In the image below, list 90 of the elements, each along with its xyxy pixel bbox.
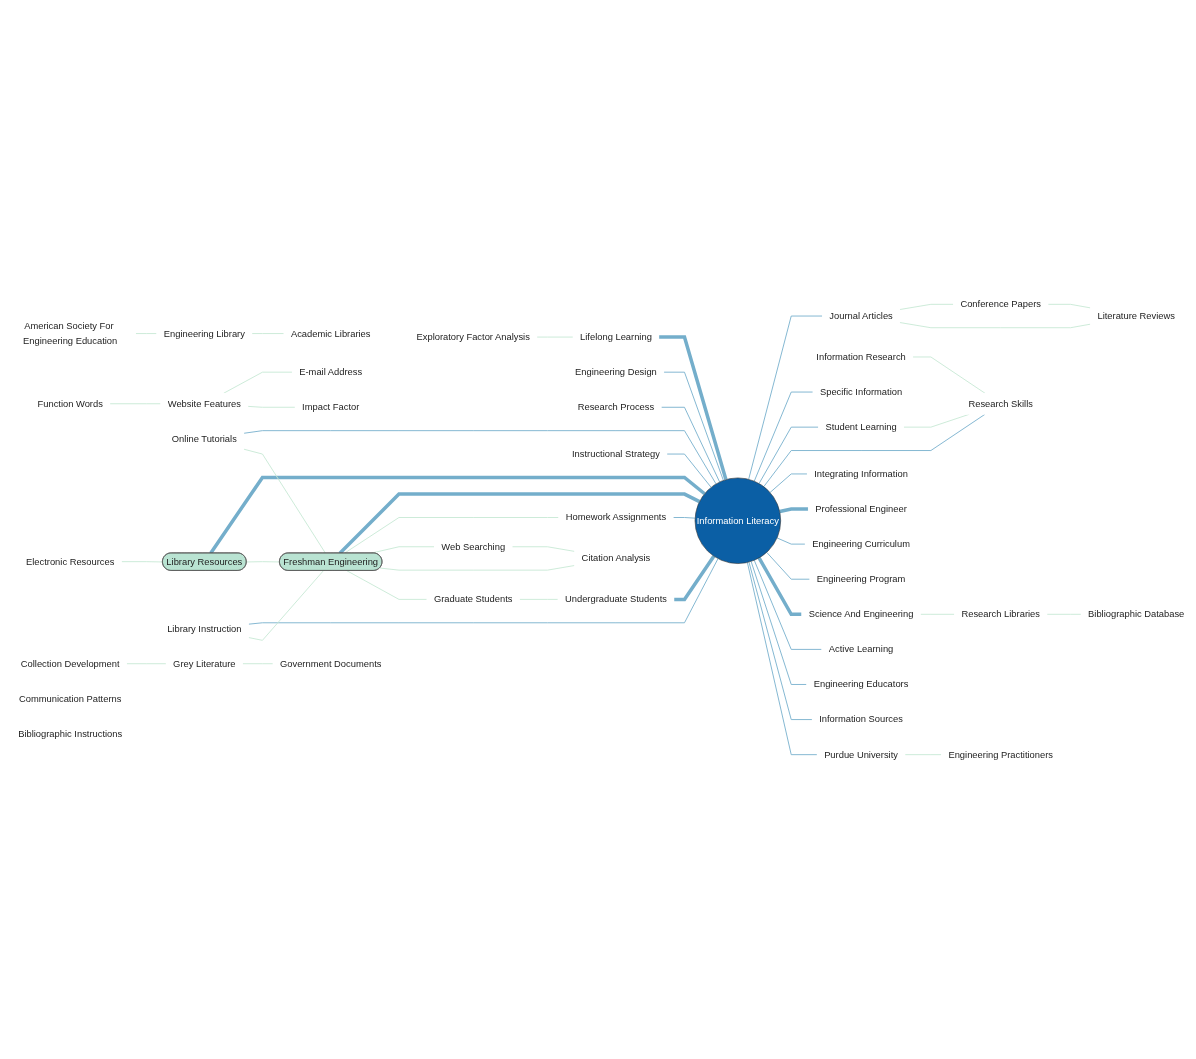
connector — [746, 562, 818, 756]
node-circle: Information Literacy — [694, 477, 781, 564]
connector — [899, 303, 954, 310]
node-text: Professional Engineer — [815, 503, 907, 514]
node-text: Instructional Strategy — [572, 448, 660, 459]
node-text: Citation Analysis — [581, 553, 651, 564]
node-text: Science And Engineering — [808, 609, 914, 619]
connector — [750, 561, 808, 685]
connector — [660, 406, 721, 483]
node-text: Information Research — [816, 351, 906, 362]
connector — [766, 551, 811, 580]
connector — [519, 598, 559, 600]
node-text: Electronic Resources — [25, 556, 115, 567]
connector — [1046, 613, 1082, 615]
connector — [135, 333, 158, 334]
connector — [673, 555, 716, 602]
node-text: Website Features — [167, 398, 241, 409]
node-text: Integrating Information — [814, 468, 908, 479]
connector — [904, 754, 942, 756]
connector — [912, 356, 986, 394]
connector — [779, 507, 809, 514]
connector — [511, 546, 576, 552]
connector — [243, 448, 326, 554]
connector — [658, 335, 728, 481]
connector — [246, 561, 281, 563]
connector — [126, 663, 167, 665]
node-text: Undergraduate Students — [564, 594, 667, 605]
connector — [1047, 303, 1091, 309]
connector — [109, 403, 162, 405]
connector — [338, 492, 701, 555]
node-text: Function Words — [37, 398, 103, 409]
connector — [242, 663, 274, 665]
node-text: Communication Patterns — [18, 693, 122, 704]
node-text: Engineering Educators — [813, 679, 909, 690]
connector — [753, 391, 814, 482]
connector — [223, 371, 293, 394]
connector — [758, 426, 819, 484]
node-text: Grey Literature — [173, 658, 236, 669]
connector — [748, 315, 823, 480]
node-text: Engineering Library — [163, 328, 245, 339]
node-text: Information Sources — [819, 714, 903, 725]
node-text: Lifelong Learning — [580, 331, 652, 342]
connector — [769, 473, 808, 493]
node-text: Conference Papers — [960, 299, 1042, 310]
node-text: Student Learning — [825, 421, 897, 432]
node-text: Online Tutorials — [171, 433, 237, 444]
node-text: Graduate Students — [433, 594, 513, 605]
node-text: Homework Assignments — [565, 512, 667, 523]
connector — [899, 322, 1091, 329]
node-text: Web Searching — [441, 541, 506, 552]
connector — [919, 613, 955, 615]
node-text: Literature Reviews — [1097, 310, 1175, 321]
node-text: Impact Factor — [302, 402, 360, 412]
node-text: E-mail Address — [299, 366, 363, 377]
node-text: Research Process — [577, 402, 655, 412]
connector — [672, 517, 696, 519]
connector — [251, 333, 285, 334]
connector — [346, 570, 428, 600]
connector — [248, 558, 719, 625]
node-text: American Society For Engineering Education — [23, 321, 118, 346]
node-text: Engineering Program — [816, 573, 906, 584]
connector — [666, 453, 712, 488]
node-text: Research Skills — [968, 398, 1033, 409]
connector — [248, 570, 324, 641]
node-text: Purdue University — [824, 749, 898, 760]
node-text: Specific Information — [819, 386, 903, 397]
connector — [776, 537, 806, 545]
node-text: Bibliographic Instructions — [18, 728, 123, 739]
node-text: Library Instruction — [167, 623, 242, 634]
node-text: Engineering Practitioners — [948, 749, 1053, 760]
node-text: Exploratory Factor Analysis — [416, 331, 530, 342]
connector — [247, 405, 296, 408]
connector — [243, 430, 717, 485]
connector — [663, 371, 724, 481]
node-text: Engineering Curriculum — [812, 538, 910, 549]
connector — [379, 565, 576, 571]
connector — [757, 557, 802, 617]
connector — [753, 559, 823, 650]
connector — [748, 561, 813, 720]
connector — [209, 475, 706, 555]
node-text: Bibliographic Database — [1088, 609, 1185, 619]
node-text: Collection Development — [20, 658, 120, 669]
connector — [344, 517, 560, 554]
node-text: Research Libraries — [961, 609, 1040, 619]
connector — [120, 561, 164, 563]
node-text: Government Documents — [279, 658, 382, 669]
node-text: Active Learning — [828, 644, 894, 655]
node-text: Engineering Design — [575, 366, 657, 377]
node-text: Journal Articles — [829, 310, 893, 321]
node-text: Academic Libraries — [290, 328, 371, 339]
